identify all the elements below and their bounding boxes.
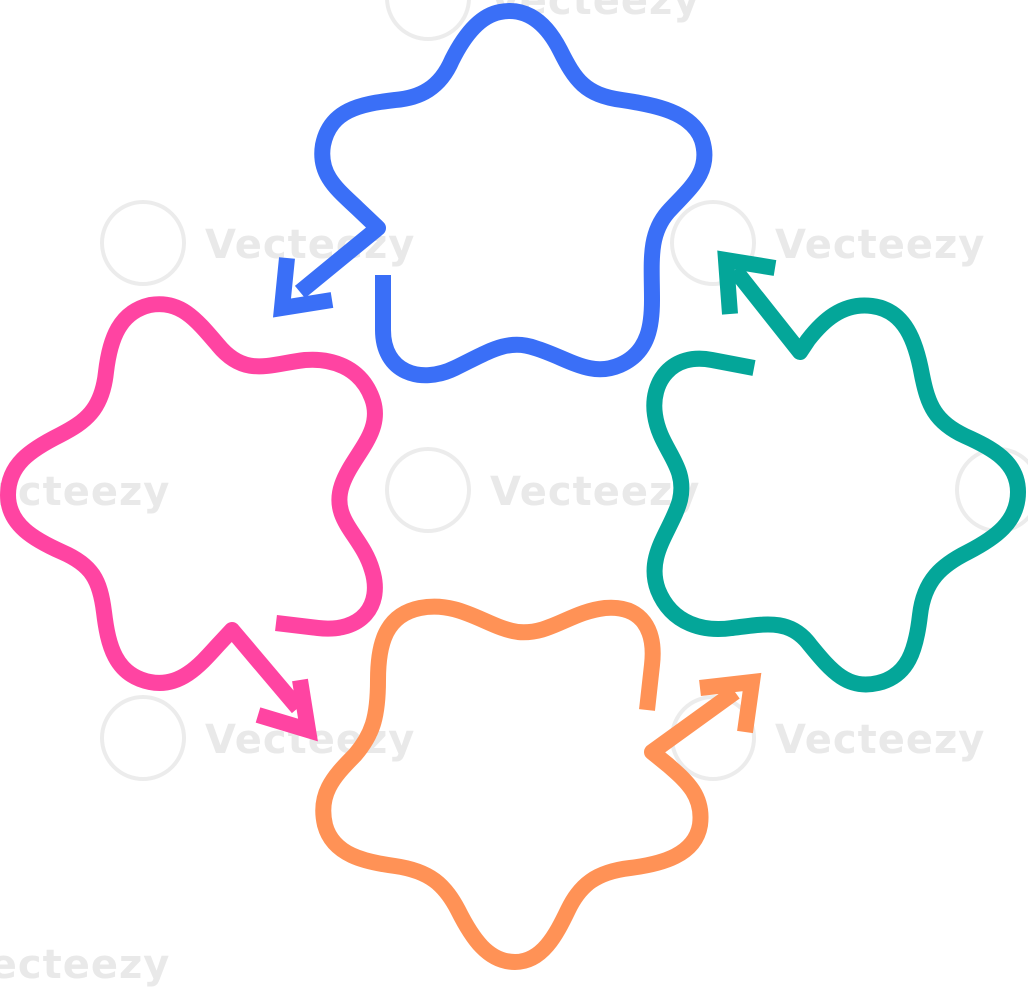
right-arrow-head [717,250,777,315]
right-star-shape [646,265,1026,693]
left-star-group [0,296,383,742]
top-arrow-head [273,257,334,318]
left-star-shape [0,296,383,714]
top-star-group [273,3,713,384]
left-arrow-head [255,678,318,742]
bottom-star-group [315,598,762,970]
bottom-arrow-head [699,672,762,734]
right-star-group [646,250,1026,693]
top-star-shape [294,3,713,384]
bottom-star-shape [315,598,740,970]
